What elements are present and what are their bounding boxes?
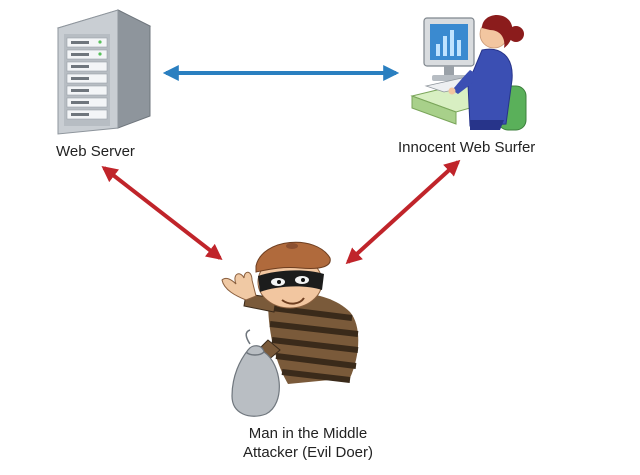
web-server-label: Web Server	[56, 143, 135, 160]
attacker-label: Man in the Middle Attacker (Evil Doer)	[228, 424, 388, 462]
attacker-label-line1: Man in the Middle	[248, 425, 368, 442]
attacker-label-line2: Attacker (Evil Doer)	[242, 444, 374, 461]
burglar-icon	[221, 241, 359, 417]
computer-user-icon	[410, 14, 527, 131]
server-attacker-arrow	[101, 166, 223, 260]
surfer-attacker-arrow	[345, 159, 461, 265]
web-surfer-label: Innocent Web Surfer	[398, 139, 536, 156]
server-tower-icon	[56, 9, 152, 135]
